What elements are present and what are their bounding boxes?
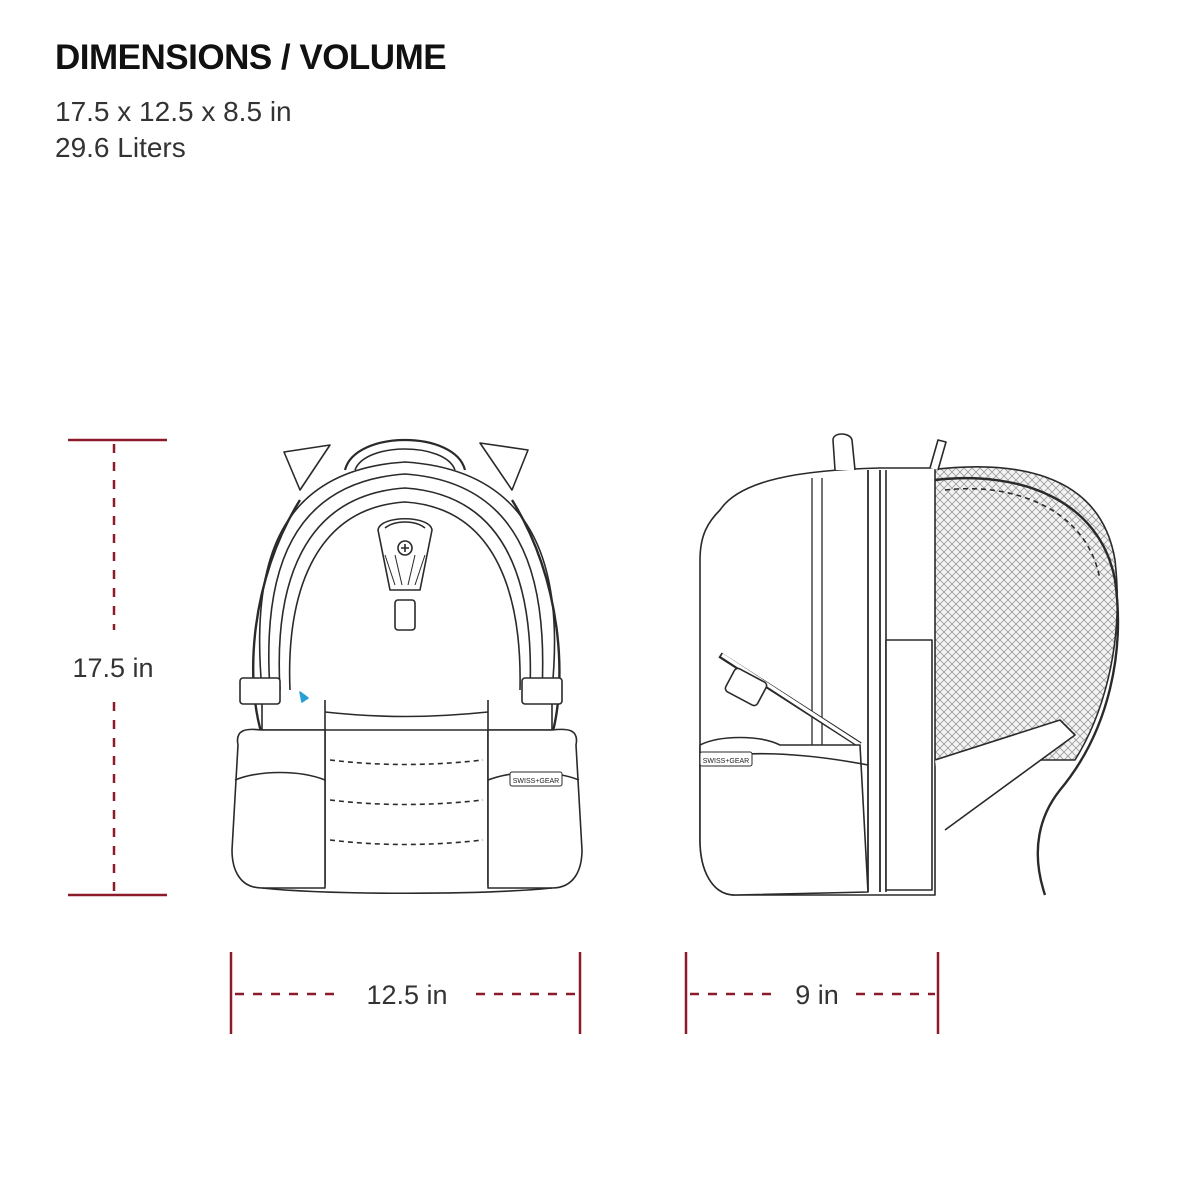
side-strap-stitch xyxy=(944,487,1101,581)
left-side-pocket xyxy=(231,728,326,889)
accent-pull xyxy=(299,691,309,703)
side-pocket xyxy=(699,736,869,896)
width-label: 12.5 in xyxy=(366,980,447,1010)
side-handle-rear xyxy=(929,439,947,471)
side-brand-strip xyxy=(699,751,753,767)
width-dimension: 12.5 in xyxy=(229,952,582,1034)
depth-dimension: 9 in xyxy=(684,952,940,1034)
left-pocket-rim xyxy=(234,771,326,781)
bottom-base xyxy=(261,887,553,895)
left-wing xyxy=(283,444,331,491)
emblem-stripes xyxy=(384,554,426,586)
right-shoulder-strap xyxy=(510,499,561,736)
side-brand-logo-text: SWISS+GEAR xyxy=(703,758,749,765)
brand-strip xyxy=(509,771,563,787)
right-strap-adjuster xyxy=(521,677,563,705)
height-label: 17.5 in xyxy=(72,653,153,683)
zip-arc-mid xyxy=(278,487,532,691)
left-strap-adjuster xyxy=(239,677,281,705)
backpack-side-view: SWISS+GEAR xyxy=(699,433,1120,896)
side-strap-adjuster xyxy=(724,667,768,707)
side-handle xyxy=(832,433,856,471)
volume-spec: 29.6 Liters xyxy=(55,132,186,163)
dimensions-spec: 17.5 x 12.5 x 8.5 in xyxy=(55,96,292,127)
height-dimension: 17.5 in xyxy=(68,438,167,897)
side-rear-panel xyxy=(885,639,933,891)
panel-stitch-1 xyxy=(329,759,484,766)
panel-stitch-3 xyxy=(329,839,484,846)
right-side-pocket xyxy=(487,728,583,889)
top-handle xyxy=(343,438,467,471)
lower-strap xyxy=(934,719,1076,831)
zip-arc-inner xyxy=(288,501,521,691)
panel-seam-top xyxy=(324,711,489,718)
top-handle-inner xyxy=(354,448,456,471)
swiss-cross-mark xyxy=(401,544,409,552)
side-shoulder-strap xyxy=(934,476,1120,896)
backpack-front-view: SWISS+GEAR xyxy=(231,438,583,895)
emblem-band xyxy=(384,521,426,529)
brand-logo-text: SWISS+GEAR xyxy=(513,778,559,785)
back-mesh-panel xyxy=(929,466,1119,761)
compression-strap-inner xyxy=(721,653,861,747)
zip-arc-outer xyxy=(267,473,544,691)
depth-label: 9 in xyxy=(795,980,839,1010)
right-wing xyxy=(479,442,529,491)
panel-stitch-2 xyxy=(329,799,484,806)
buckle xyxy=(394,599,416,631)
side-zip-main xyxy=(867,470,881,892)
page-title: DIMENSIONS / VOLUME xyxy=(55,38,447,77)
left-shoulder-strap xyxy=(252,499,302,736)
